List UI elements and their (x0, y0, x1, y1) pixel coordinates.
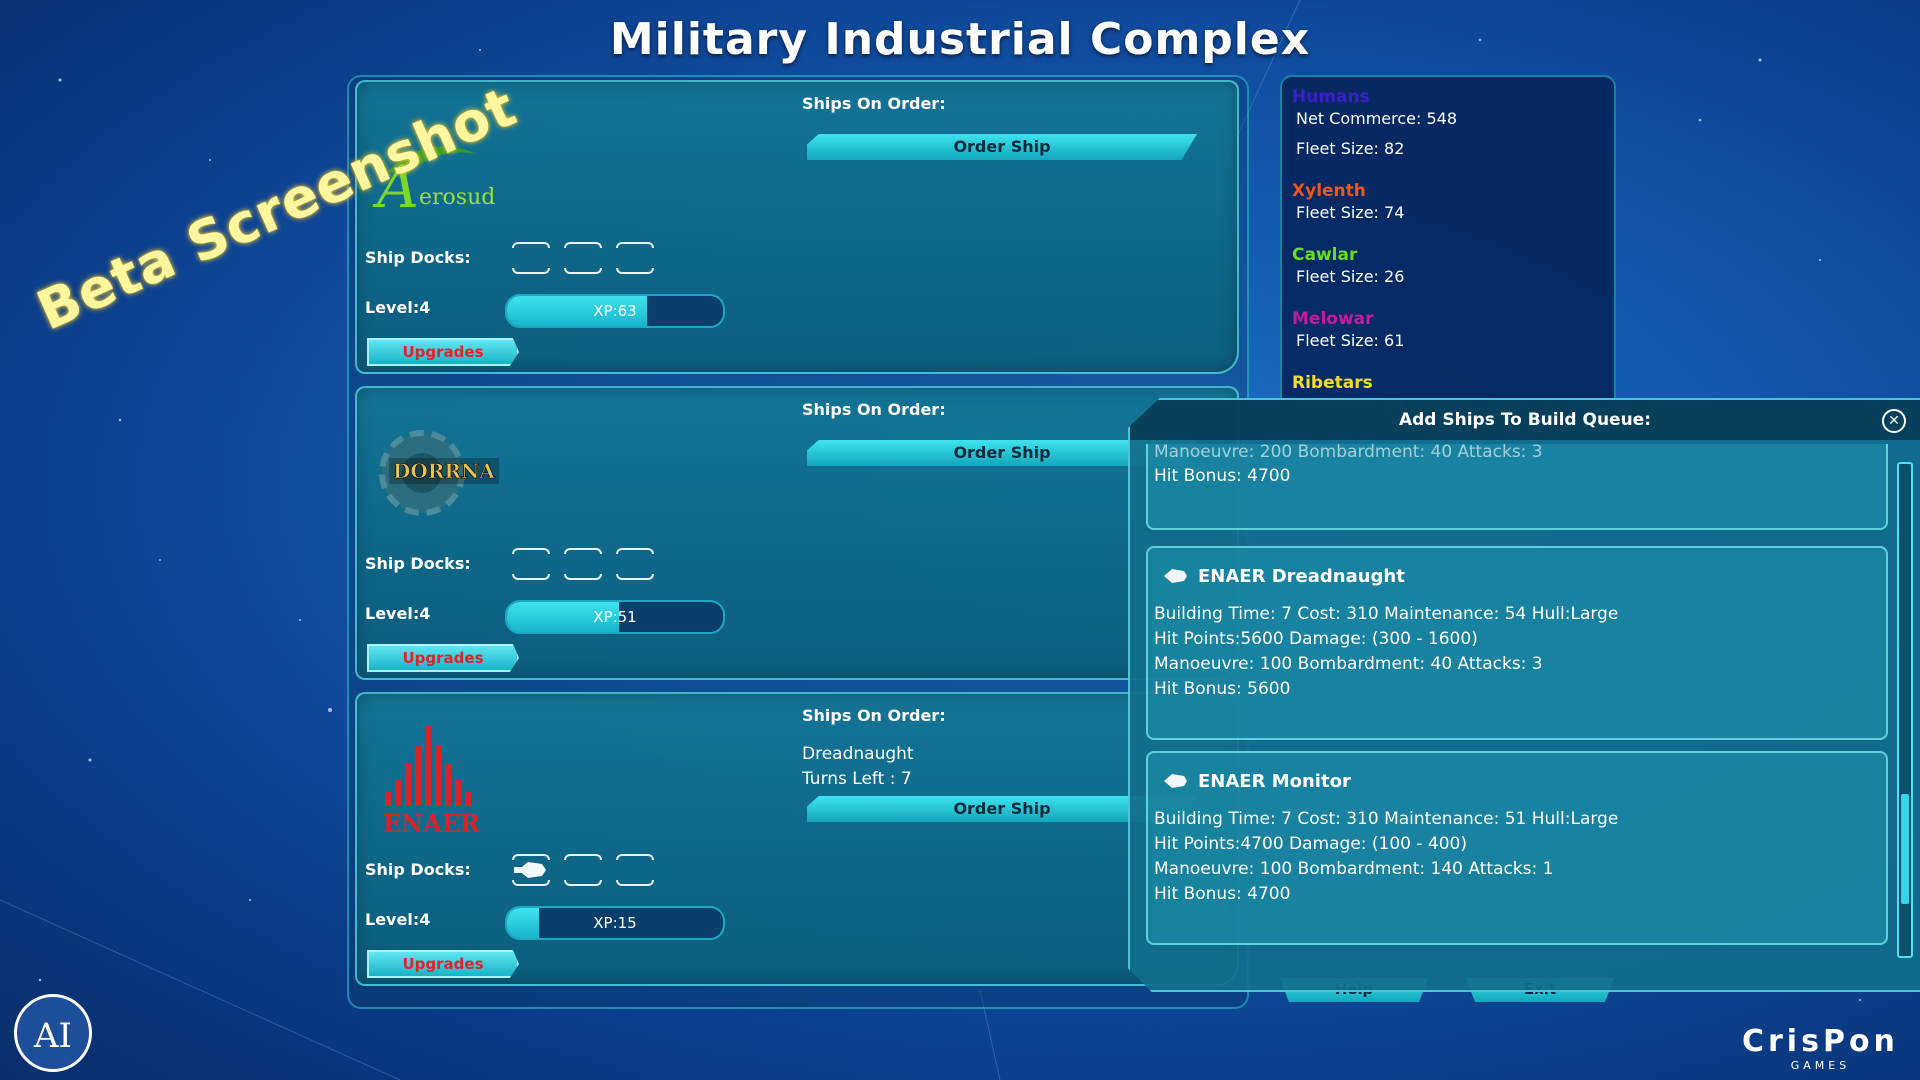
ship-stat-line: Manoeuvre: 100 Bombardment: 140 Attacks:… (1154, 859, 1554, 879)
xp-bar-fill (507, 296, 648, 326)
ship-dock-empty[interactable] (564, 240, 602, 276)
xp-bar: XP:15 (505, 906, 725, 940)
ai-logo: AI (14, 994, 92, 1072)
ship-stat-line: Hit Points:5600 Damage: (300 - 1600) (1154, 629, 1478, 649)
ship-docks-label: Ship Docks: (365, 248, 471, 267)
ship-name: ENAER Dreadnaught (1198, 566, 1405, 587)
empire-name-humans: Humans (1292, 87, 1370, 107)
company-card-aerosud: A erosud Ships On Order: Order Ship Ship… (355, 80, 1239, 374)
order-turns-left: Turns Left : 7 (802, 769, 912, 789)
ship-stat-line: Hit Bonus: 5600 (1154, 679, 1291, 699)
ship-stat-line: Hit Bonus: 4700 (1154, 884, 1291, 904)
level-label: Level:4 (365, 910, 431, 929)
ship-dock-empty[interactable] (512, 240, 550, 276)
xp-bar-fill (507, 602, 620, 632)
level-label: Level:4 (365, 298, 431, 317)
svg-text:DORRNA: DORRNA (393, 459, 495, 483)
ship-stat-line: Manoeuvre: 200 Bombardment: 40 Attacks: … (1154, 442, 1543, 462)
empire-name-melowar: Melowar (1292, 309, 1374, 329)
add-ship-icon[interactable] (1162, 566, 1188, 586)
empire-net-commerce: Net Commerce: 548 (1296, 109, 1458, 128)
scrollbar-thumb[interactable] (1901, 794, 1909, 904)
dorrna-logo: DORRNA (379, 430, 499, 516)
order-item-name: Dreadnaught (802, 744, 914, 764)
ship-stat-line: Hit Points:4700 Damage: (100 - 400) (1154, 834, 1468, 854)
company-card-enaer: ENAER Ships On Order: Dreadnaught Turns … (355, 692, 1239, 986)
level-label: Level:4 (365, 604, 431, 623)
ship-docks-label: Ship Docks: (365, 554, 471, 573)
ship-dock-occupied[interactable] (512, 852, 550, 888)
ship-dock-empty[interactable] (616, 240, 654, 276)
svg-text:A: A (372, 153, 419, 221)
ship-stat-line: Building Time: 7 Cost: 310 Maintenance: … (1154, 809, 1619, 829)
order-ship-button[interactable]: Order Ship (807, 134, 1197, 160)
xp-bar: XP:63 (505, 294, 725, 328)
ship-dock-empty[interactable] (616, 852, 654, 888)
svg-text:ENAER: ENAER (383, 809, 481, 834)
empire-fleet-size: Fleet Size: 61 (1296, 331, 1405, 350)
company-card-dorrna: DORRNA Ships On Order: Order Ship Ship D… (355, 386, 1239, 680)
ship-card-partial[interactable]: Manoeuvre: 200 Bombardment: 40 Attacks: … (1146, 442, 1888, 530)
ship-card-dreadnaught[interactable]: ENAER Dreadnaught Building Time: 7 Cost:… (1146, 546, 1888, 740)
ship-stat-line: Manoeuvre: 100 Bombardment: 40 Attacks: … (1154, 654, 1543, 674)
xp-bar: XP:51 (505, 600, 725, 634)
ship-dock-empty[interactable] (564, 546, 602, 582)
empire-name-ribetars: Ribetars (1292, 373, 1373, 393)
add-ships-dialog: Add Ships To Build Queue: ✕ Manoeuvre: 2… (1128, 398, 1920, 992)
empire-fleet-size: Fleet Size: 26 (1296, 267, 1405, 286)
aerosud-logo: A erosud (372, 146, 495, 221)
xp-bar-fill (507, 908, 540, 938)
ships-on-order-label: Ships On Order: (802, 400, 946, 419)
add-ship-icon[interactable] (1162, 771, 1188, 791)
upgrades-button[interactable]: Upgrades (367, 950, 519, 978)
upgrades-button[interactable]: Upgrades (367, 338, 519, 366)
dialog-scrollbar[interactable] (1897, 462, 1913, 958)
page-title: Military Industrial Complex (609, 14, 1311, 65)
xp-value: XP:15 (593, 914, 637, 932)
empire-name-xylenth: Xylenth (1292, 181, 1366, 201)
empire-name-cawlar: Cawlar (1292, 245, 1358, 265)
empire-stats-panel: Humans Net Commerce: 548 Fleet Size: 82 … (1280, 75, 1616, 419)
empire-fleet-size: Fleet Size: 82 (1296, 139, 1405, 158)
ship-stat-line: Hit Bonus: 4700 (1154, 466, 1291, 486)
svg-text:erosud: erosud (419, 185, 495, 210)
publisher-logo: CrisPon GAMES (1742, 1024, 1899, 1072)
empire-fleet-size: Fleet Size: 74 (1296, 203, 1405, 222)
ship-dock-empty[interactable] (616, 546, 654, 582)
xp-value: XP:51 (593, 608, 637, 626)
ship-docks-label: Ship Docks: (365, 860, 471, 879)
xp-value: XP:63 (593, 302, 637, 320)
upgrades-button[interactable]: Upgrades (367, 644, 519, 672)
close-icon[interactable]: ✕ (1882, 409, 1906, 433)
publisher-name: CrisPon (1742, 1024, 1899, 1059)
publisher-sub: GAMES (1790, 1059, 1851, 1072)
ship-dock-empty[interactable] (564, 852, 602, 888)
ship-icon (514, 862, 546, 878)
enaer-logo: ENAER (383, 726, 481, 834)
ship-dock-empty[interactable] (512, 546, 550, 582)
ship-stat-line: Building Time: 7 Cost: 310 Maintenance: … (1154, 604, 1619, 624)
ships-on-order-label: Ships On Order: (802, 706, 946, 725)
dialog-title: Add Ships To Build Queue: (1130, 400, 1920, 440)
ships-on-order-label: Ships On Order: (802, 94, 946, 113)
ship-name: ENAER Monitor (1198, 771, 1351, 792)
ship-card-monitor[interactable]: ENAER Monitor Building Time: 7 Cost: 310… (1146, 751, 1888, 945)
